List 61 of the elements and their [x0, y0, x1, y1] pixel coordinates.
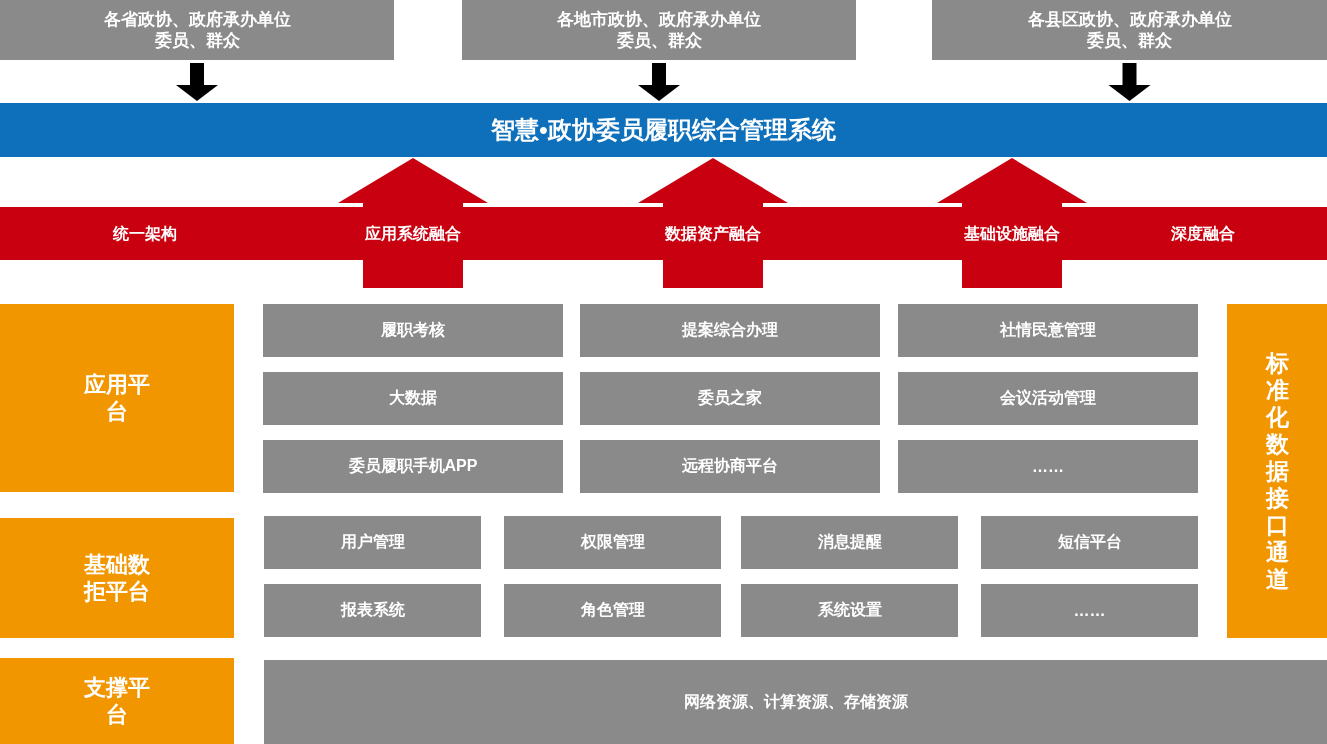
node-text: 短信平台: [1057, 532, 1122, 552]
module-box: [264, 584, 481, 637]
platform-box: [0, 304, 234, 492]
module-box: [264, 516, 481, 569]
node-text: 基础数拒平台: [82, 551, 151, 605]
node-text: 系统设置: [817, 600, 882, 620]
interface-channel-box: [1227, 304, 1327, 638]
arrow: [1108, 63, 1151, 101]
module-box: [981, 584, 1198, 637]
node-text: 各省政协、政府承办单位: [103, 9, 291, 30]
edge-label: 应用系统融合: [362, 222, 464, 245]
node-text: 智慧•政协委员履职综合管理系统: [491, 115, 836, 145]
module-box: [504, 516, 721, 569]
node-text: 权限管理: [580, 532, 645, 552]
module-box: [263, 440, 563, 493]
source-box: [932, 0, 1327, 60]
node-text: 委员、群众: [1087, 30, 1172, 51]
node-text: 委员之家: [698, 388, 762, 408]
node-text: 各地市政协、政府承办单位: [557, 9, 761, 30]
module-box: [263, 372, 563, 425]
module-box: [981, 516, 1198, 569]
node-text: ……: [1032, 457, 1064, 476]
module-box: [898, 440, 1198, 493]
node-text: 社情民意管理: [1000, 320, 1096, 340]
module-box: [898, 372, 1198, 425]
module-box: [898, 304, 1198, 357]
platform-box: [0, 658, 234, 744]
module-box: [580, 304, 880, 357]
node-text: 角色管理: [580, 600, 645, 620]
source-box: [462, 0, 856, 60]
node-text: 履职考核: [381, 320, 445, 340]
module-box: [741, 584, 958, 637]
node-text: 标准化数据接口通道: [1264, 349, 1290, 593]
node-text: 委员履职手机APP: [348, 456, 478, 476]
arrow: [176, 63, 218, 101]
node-text: 委员、群众: [616, 30, 702, 51]
platform-box: [0, 518, 234, 638]
node-text: 委员、群众: [154, 30, 240, 51]
node-text: 报表系统: [340, 600, 405, 620]
node-text: 提案综合办理: [682, 320, 778, 340]
node-text: 消息提醒: [817, 532, 882, 552]
node-text: 大数据: [389, 388, 437, 408]
module-box: [741, 516, 958, 569]
node-text: 应用平台: [83, 371, 151, 425]
node-text: 会议活动管理: [1000, 388, 1096, 408]
edge-label: 数据资产融合: [662, 222, 764, 245]
node-text: ……: [1073, 601, 1106, 620]
source-box: [0, 0, 394, 60]
edge-label: 基础设施融合: [961, 222, 1063, 245]
resource-box: [264, 660, 1327, 744]
arrow: [638, 63, 680, 101]
node-text: 远程协商平台: [682, 456, 778, 476]
node-text: 网络资源、计算资源、存储资源: [683, 691, 908, 712]
node-text: 用户管理: [340, 532, 405, 552]
node-text: 各县区政协、政府承办单位: [1027, 9, 1232, 30]
module-box: [580, 372, 880, 425]
node-text: 支撑平台: [83, 674, 151, 728]
module-box: [504, 584, 721, 637]
module-box: [263, 304, 563, 357]
module-box: [580, 440, 880, 493]
system-banner: [0, 103, 1327, 157]
